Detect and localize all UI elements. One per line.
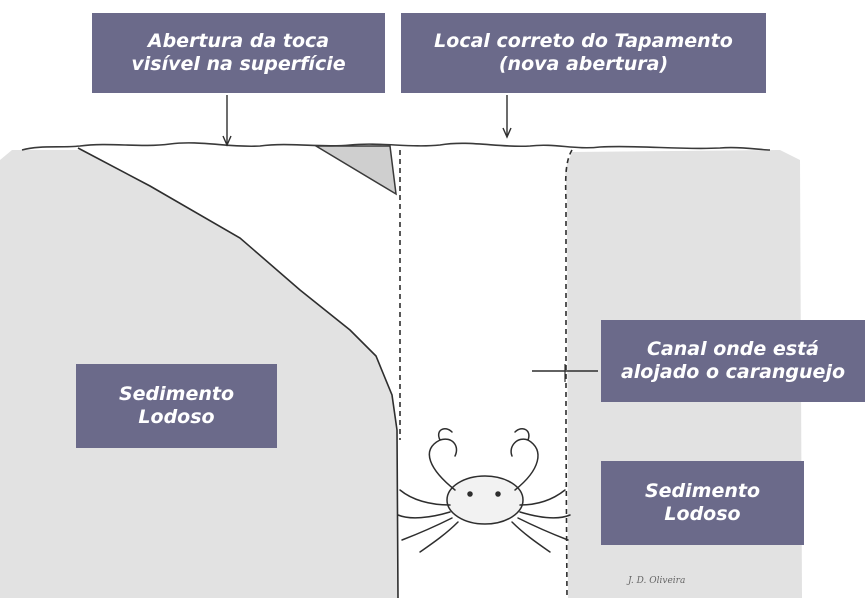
label-burrow-opening-line2: visível na superfície	[131, 53, 346, 75]
channel-right-wall	[564, 149, 573, 598]
label-channel-line2: alojado o caranguejo	[620, 361, 846, 383]
burrow-slope-line	[77, 147, 399, 598]
label-correct-location: Local correto do Tapamento (nova abertur…	[401, 13, 766, 93]
label-channel: Canal onde está alojado o caranguejo	[601, 320, 865, 402]
label-sediment-right-line2: Lodoso	[664, 503, 741, 525]
label-sediment-right: Sedimento Lodoso	[601, 461, 804, 545]
label-burrow-opening-line1: Abertura da toca	[147, 30, 330, 53]
label-correct-location-line1: Local correto do Tapamento	[434, 30, 733, 53]
label-sediment-right-line1: Sedimento	[644, 480, 761, 503]
label-sediment-left: Sedimento Lodoso	[76, 364, 277, 448]
plug-triangle	[313, 145, 397, 196]
arrowhead-burrow-opening	[222, 135, 232, 147]
arrowhead-correct-location	[502, 127, 512, 139]
label-burrow-opening: Abertura da toca visível na superfície	[92, 13, 385, 93]
artist-signature: J. D. Oliveira	[628, 576, 686, 586]
crab-illustration	[397, 428, 571, 553]
surface-line	[21, 142, 771, 151]
label-correct-location-line2: (nova abertura)	[498, 53, 669, 75]
label-sediment-left-line2: Lodoso	[138, 406, 215, 428]
label-channel-line1: Canal onde está	[646, 338, 820, 361]
label-sediment-left-line1: Sedimento	[118, 383, 235, 406]
